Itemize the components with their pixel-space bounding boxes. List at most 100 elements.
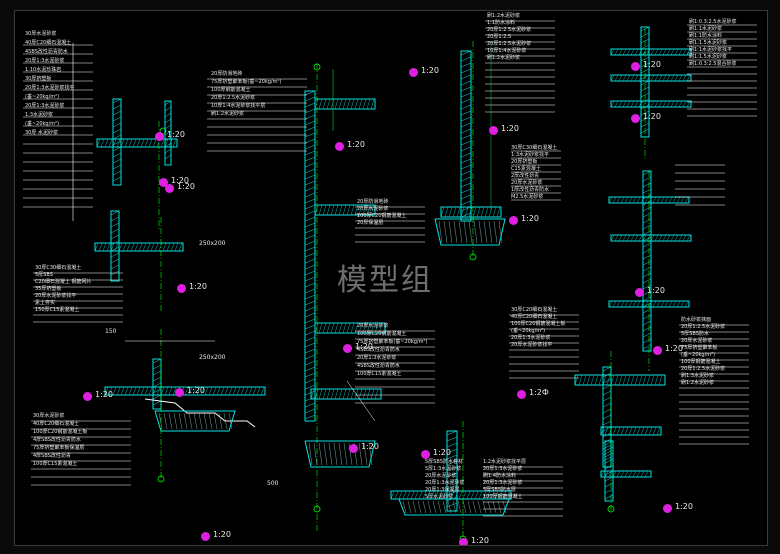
- footing-fill: [223, 412, 228, 430]
- detail-tag: [489, 126, 498, 135]
- wall-hatch: [642, 212, 652, 218]
- slab-hatch: [466, 490, 471, 500]
- slab-hatch: [664, 196, 669, 204]
- dimension-label: 250x200: [199, 240, 226, 247]
- slab-hatch: [666, 234, 671, 242]
- slab-hatch: [112, 386, 117, 396]
- scale-label: 1:20: [347, 140, 365, 149]
- slab-hatch: [204, 386, 209, 396]
- slab-hatch: [610, 48, 615, 56]
- slab-hatch: [252, 386, 257, 396]
- wall-hatch: [304, 168, 316, 174]
- slab-section: [610, 100, 692, 108]
- note-top-left: 4SBS改性沥青防水: [25, 49, 68, 55]
- wall-hatch: [304, 108, 316, 114]
- slab-hatch: [330, 98, 335, 110]
- wall-hatch: [642, 170, 652, 176]
- wall-hatch: [446, 472, 458, 478]
- footing-fill: [443, 220, 448, 244]
- slab-hatch: [616, 426, 621, 436]
- slab-hatch: [642, 374, 647, 386]
- scale-label: 1:20: [675, 502, 693, 511]
- wall-hatch: [304, 384, 316, 390]
- slab-hatch: [118, 242, 123, 252]
- wall-hatch: [112, 164, 122, 170]
- wall-hatch: [112, 116, 122, 122]
- slab-hatch: [632, 196, 637, 204]
- detail-tag: [509, 216, 518, 225]
- slab-hatch: [128, 138, 133, 148]
- slab-hatch: [478, 490, 483, 500]
- note-far-right-low: 20厚水泥砂浆: [681, 338, 713, 344]
- slab-hatch: [366, 98, 371, 110]
- slab-hatch: [674, 100, 679, 108]
- detail-tag: [663, 504, 672, 513]
- footing-fill: [468, 220, 473, 244]
- slab-section: [94, 242, 184, 252]
- slab-hatch: [338, 388, 343, 400]
- slab-hatch: [620, 196, 625, 204]
- wall-hatch: [110, 234, 120, 240]
- wall-hatch: [304, 180, 316, 186]
- wall-hatch: [642, 236, 652, 242]
- note-top-right: 刷1:1水泥砂浆: [689, 26, 723, 32]
- slab-hatch: [460, 206, 465, 218]
- note-top-left: (垂~20kg/m²): [25, 121, 60, 127]
- slab-hatch: [488, 206, 493, 218]
- wall-hatch: [304, 348, 316, 354]
- footing-fill: [457, 500, 462, 514]
- slab-hatch: [618, 74, 623, 82]
- scale-label: 1:20: [95, 390, 113, 399]
- slab-hatch: [472, 206, 477, 218]
- footing-fill: [338, 442, 343, 466]
- slab-hatch: [608, 196, 613, 204]
- slab-hatch: [434, 490, 439, 500]
- wall-hatch: [446, 466, 458, 472]
- slab-hatch: [634, 374, 639, 386]
- wall-hatch: [304, 330, 316, 336]
- slab-hatch: [620, 300, 625, 308]
- slab-hatch: [140, 138, 145, 148]
- note-mid-left: 素土夯实: [35, 300, 56, 306]
- note-center-low: 20厚水泥砂浆: [357, 323, 389, 329]
- wall-hatch: [604, 458, 614, 464]
- slab-hatch: [614, 48, 619, 56]
- slab-hatch: [108, 138, 113, 148]
- slab-hatch: [632, 300, 637, 308]
- wall-hatch: [112, 134, 122, 140]
- wall-hatch: [642, 230, 652, 236]
- scale-label: 1:20: [167, 130, 185, 139]
- footing-fill: [438, 220, 443, 244]
- slab-hatch: [256, 386, 261, 396]
- note-right-low: (垂~20kg/m²): [511, 328, 546, 334]
- slab-hatch: [678, 100, 683, 108]
- note-center-top: 75厚挤塑聚苯板(垂~20kg/m²): [211, 79, 282, 85]
- cad-linework: [23, 20, 757, 543]
- slab-hatch: [684, 196, 689, 204]
- slab-hatch: [314, 98, 319, 110]
- slab-hatch: [670, 234, 675, 242]
- slab-hatch: [626, 234, 631, 242]
- dimension-label: 150: [105, 328, 117, 335]
- slab-hatch: [662, 234, 667, 242]
- wall-hatch: [460, 146, 472, 152]
- slab-hatch: [616, 300, 621, 308]
- footing-fill: [343, 442, 348, 466]
- note-top-left: 1:3水泥砂浆: [25, 112, 54, 118]
- slab-hatch: [220, 386, 225, 396]
- slab-hatch: [240, 386, 245, 396]
- slab-hatch: [590, 374, 595, 386]
- scale-label: 1:20: [355, 342, 373, 351]
- wall-hatch: [304, 240, 316, 246]
- wall-hatch: [460, 110, 472, 116]
- slab-hatch: [636, 196, 641, 204]
- slab-hatch: [666, 74, 671, 82]
- slab-hatch: [318, 98, 323, 110]
- footing-fill: [497, 500, 502, 514]
- scale-label: 1:20: [171, 176, 189, 185]
- wall-section: [110, 210, 120, 282]
- slab-hatch: [318, 204, 323, 216]
- footing-fill: [458, 220, 463, 244]
- wall-hatch: [642, 218, 652, 224]
- slab-hatch: [640, 300, 645, 308]
